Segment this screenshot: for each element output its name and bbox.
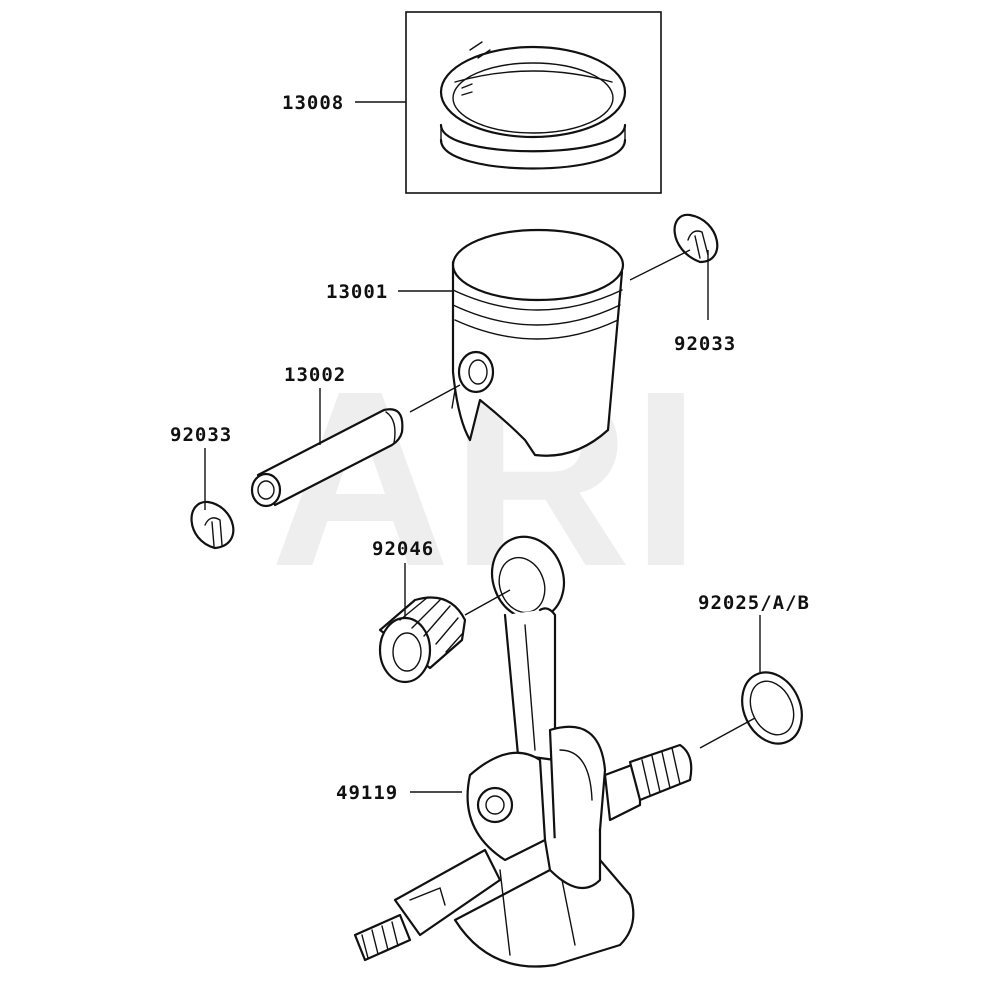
needle-bearing[interactable] bbox=[378, 596, 467, 684]
part-labels: 13008 13001 92033 13002 92033 92046 9202… bbox=[170, 92, 810, 804]
label-13002: 13002 bbox=[284, 364, 346, 386]
label-92046: 92046 bbox=[372, 538, 434, 560]
crankshaft-assembly[interactable] bbox=[353, 527, 693, 968]
circlip-right[interactable] bbox=[673, 213, 719, 264]
label-13001: 13001 bbox=[326, 281, 388, 303]
label-49119: 49119 bbox=[336, 782, 398, 804]
label-92033-right: 92033 bbox=[674, 333, 736, 355]
label-92033-left: 92033 bbox=[170, 424, 232, 446]
piston-pin[interactable] bbox=[250, 408, 404, 508]
leader-lines bbox=[204, 101, 761, 793]
shim-washer[interactable] bbox=[731, 663, 813, 754]
piston[interactable] bbox=[451, 228, 625, 457]
piston-ring-set[interactable] bbox=[405, 11, 662, 194]
label-13008: 13008 bbox=[282, 92, 344, 114]
label-92025: 92025/A/B bbox=[698, 592, 810, 614]
circlip-left[interactable] bbox=[190, 500, 235, 550]
